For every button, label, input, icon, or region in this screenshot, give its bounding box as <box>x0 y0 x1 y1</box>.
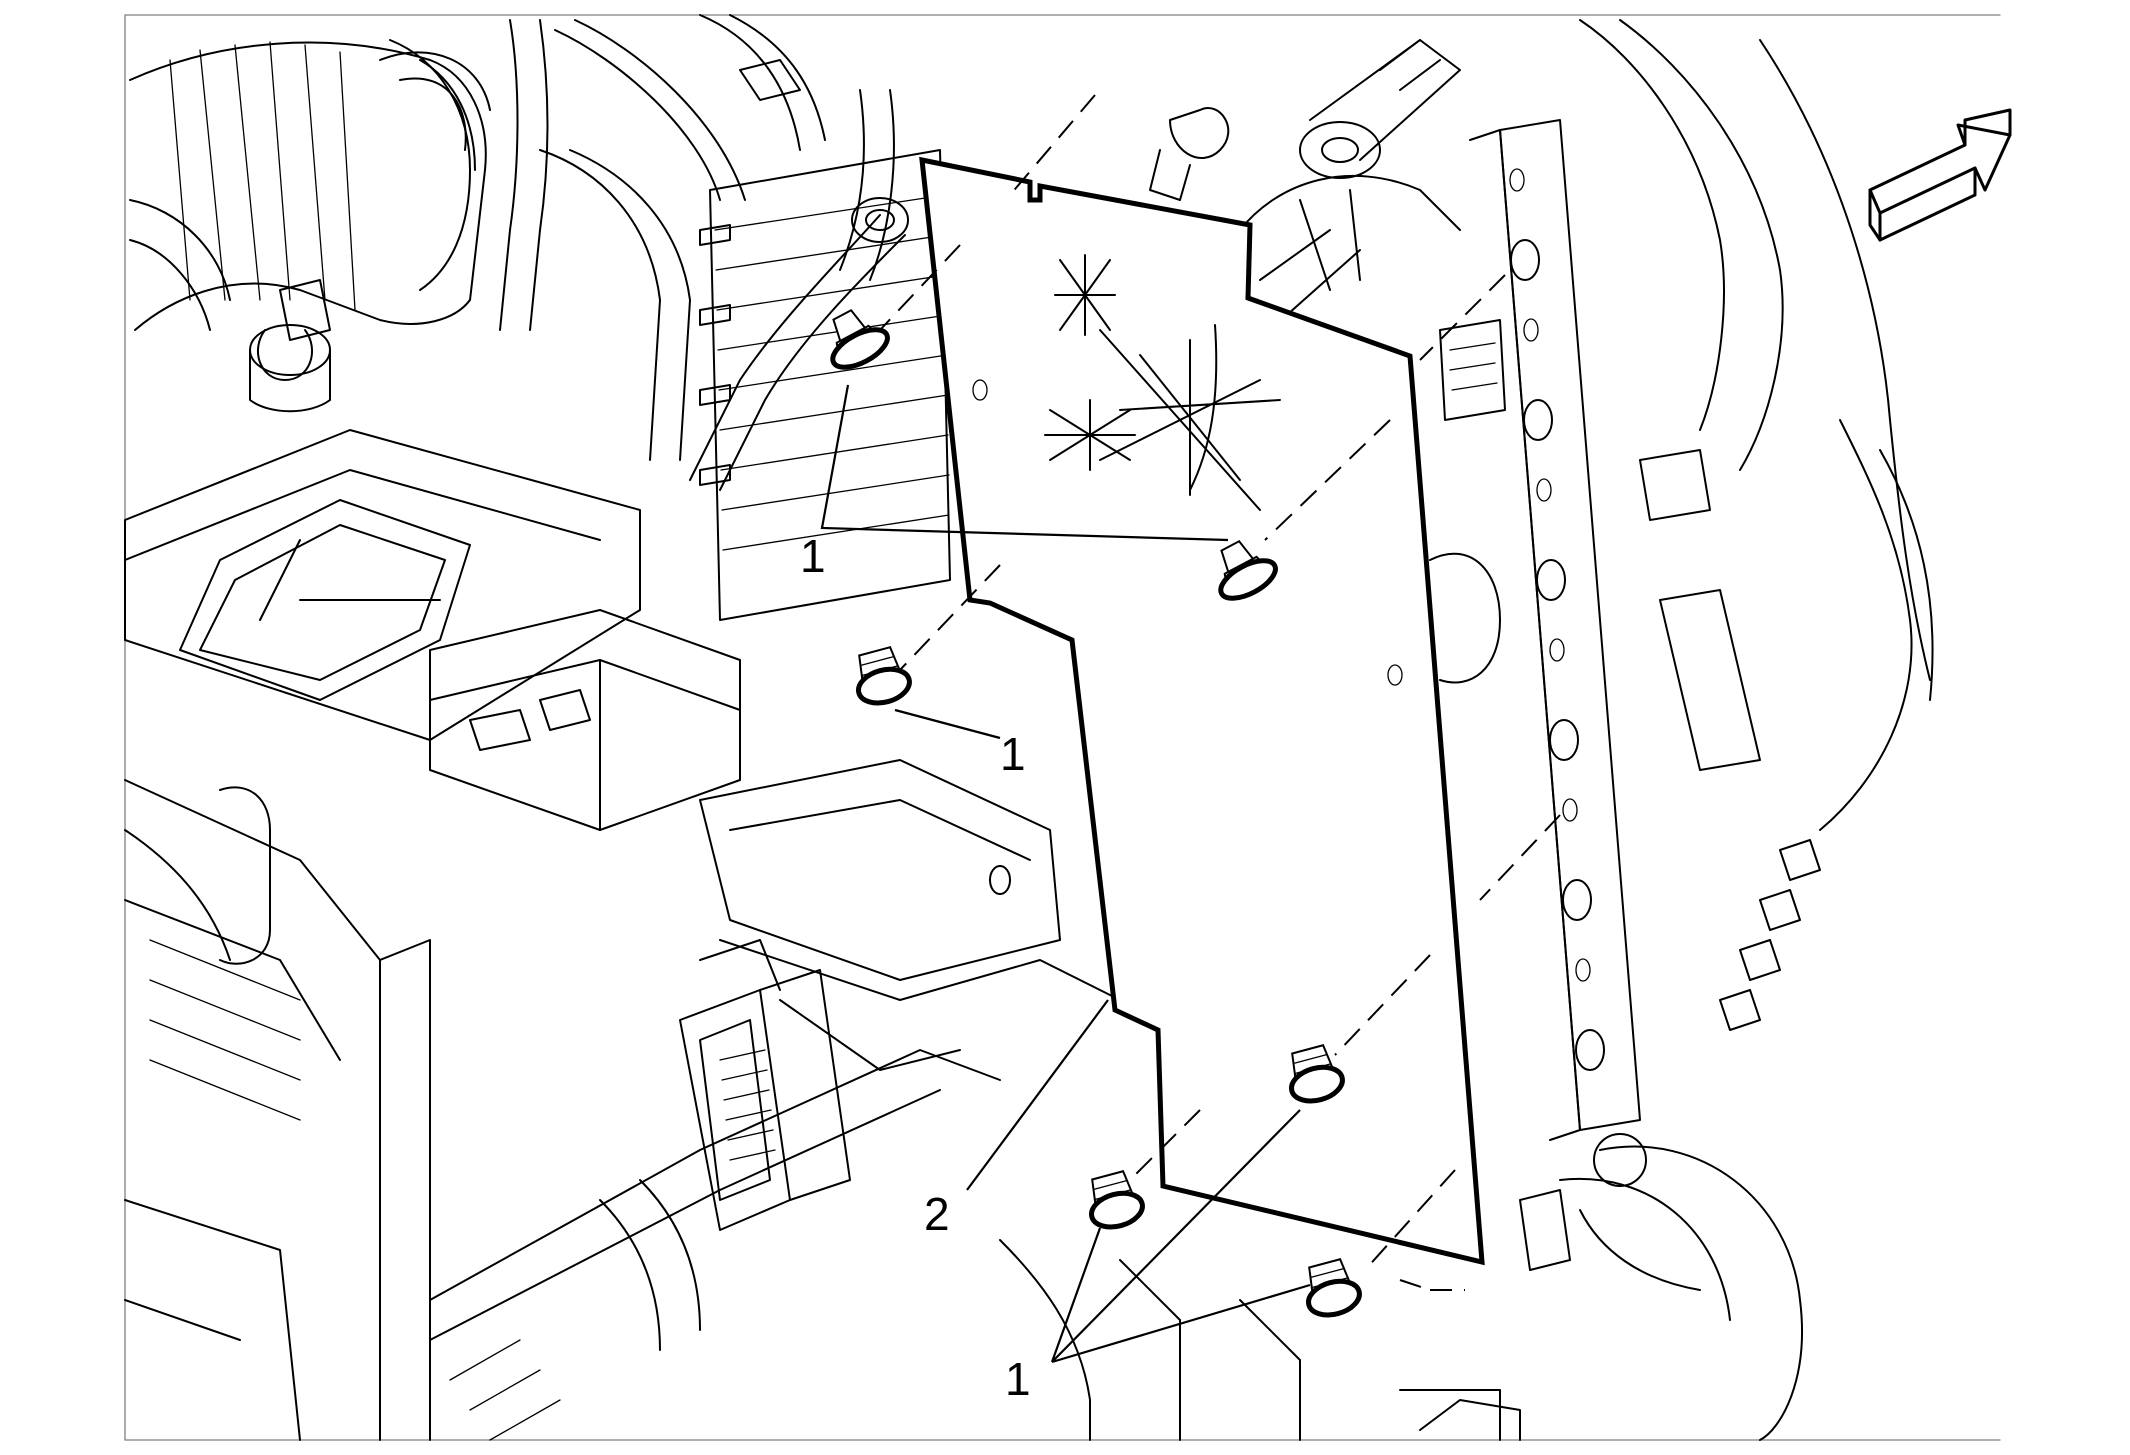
radiator-support <box>1429 119 1641 1141</box>
underhood-fuse-block <box>124 429 741 1441</box>
forward-direction-arrow-icon <box>1868 108 2012 242</box>
radiator-core <box>699 149 951 621</box>
retainer-clip-icon <box>1089 1170 1145 1230</box>
callout-labels: 1 1 2 1 <box>800 530 1031 1405</box>
installation-lines <box>879 94 1561 1291</box>
retainer-clip-icon <box>1306 1258 1362 1318</box>
front-fascia <box>1419 19 1934 1441</box>
retainer-clip-icon <box>856 646 912 706</box>
callout-1-upper: 1 <box>800 530 826 582</box>
retainer-clip-icon <box>1289 1044 1345 1104</box>
retainer-clips <box>830 308 1362 1318</box>
hoses <box>256 14 909 491</box>
callout-1-middle: 1 <box>1000 728 1026 780</box>
deflector-panel <box>919 156 1485 1266</box>
callout-1-lower: 1 <box>1005 1353 1031 1405</box>
retainer-clip-icon <box>830 308 890 370</box>
warning-symbol <box>1044 254 1281 511</box>
electrical-connector <box>429 759 1501 1441</box>
leader-lines <box>820 384 1311 1364</box>
air-intake-duct <box>129 39 491 413</box>
retainer-clip-icon <box>1218 539 1278 601</box>
fan-assembly <box>1149 39 1461 331</box>
callout-2: 2 <box>924 1188 950 1240</box>
engine-bay-background <box>124 14 2001 1441</box>
